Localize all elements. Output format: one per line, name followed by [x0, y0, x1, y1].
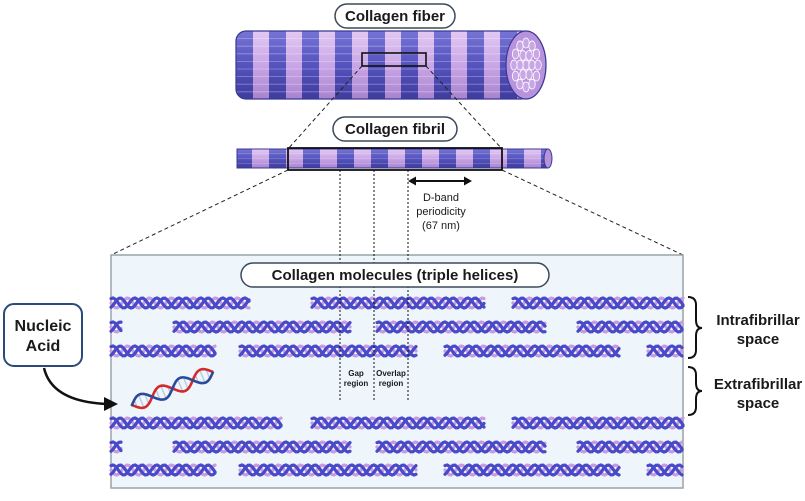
collagen-fiber-label: Collagen fiber: [334, 3, 456, 29]
svg-text:Collagen fibril: Collagen fibril: [345, 121, 445, 138]
intrafibrillar-space-label: Intrafibrillar space: [716, 312, 800, 348]
svg-text:D-band: D-band: [423, 192, 459, 204]
fiber-zoom-box: [361, 52, 427, 67]
svg-text:region: region: [379, 379, 404, 388]
overlap-region-label: Overlap region: [376, 369, 406, 388]
svg-text:space: space: [737, 395, 780, 412]
collagen-fibril: [236, 147, 553, 171]
svg-text:periodicity: periodicity: [416, 206, 466, 218]
nucleic-acid-arrow: [42, 367, 118, 411]
collagen-fibril-label: Collagen fibril: [332, 116, 458, 142]
svg-text:Overlap: Overlap: [376, 369, 406, 378]
collagen-fiber: [235, 30, 547, 100]
svg-text:Gap: Gap: [348, 369, 364, 378]
extrafibrillar-brace: [687, 366, 703, 416]
intrafibrillar-brace: [687, 296, 703, 359]
d-band-periodicity: D-band periodicity (67 nm): [408, 176, 472, 232]
gap-region-label: Gap region: [344, 369, 369, 388]
extrafibrillar-space-label: Extrafibrillar space: [714, 376, 803, 412]
svg-text:Collagen molecules (triple hel: Collagen molecules (triple helices): [272, 267, 519, 284]
svg-text:Extrafibrillar: Extrafibrillar: [714, 376, 803, 393]
collagen-molecules-label: Collagen molecules (triple helices): [240, 262, 550, 288]
svg-text:region: region: [344, 379, 369, 388]
svg-text:Nucleic: Nucleic: [15, 318, 72, 335]
svg-text:(67 nm): (67 nm): [422, 220, 460, 232]
svg-text:Acid: Acid: [26, 338, 61, 355]
nucleic-acid-callout: Nucleic Acid: [3, 303, 83, 367]
svg-text:Intrafibrillar: Intrafibrillar: [716, 312, 800, 329]
fibril-zoom-box: [287, 147, 503, 171]
dna-double-helix-icon: [130, 367, 215, 410]
svg-text:Collagen fiber: Collagen fiber: [345, 8, 445, 25]
triple-helices: [109, 296, 685, 477]
svg-text:space: space: [737, 331, 780, 348]
